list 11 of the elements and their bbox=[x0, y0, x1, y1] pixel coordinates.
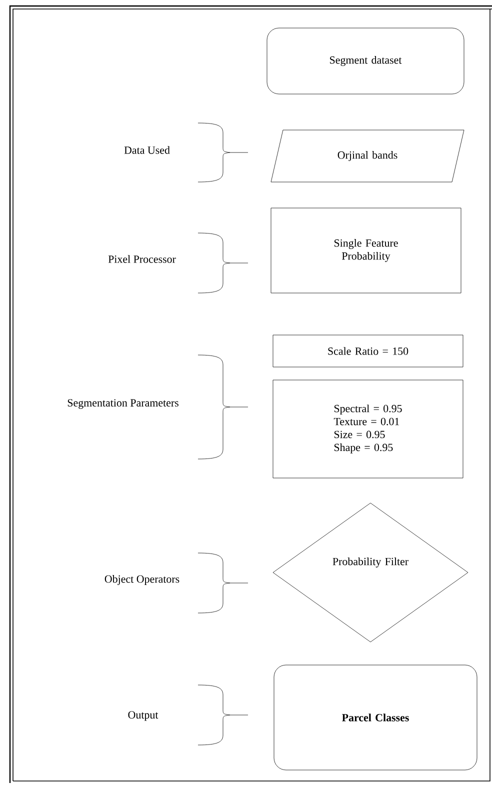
terminal-box: Segment dataset bbox=[266, 28, 464, 94]
side-label: Pixel Processor bbox=[108, 255, 176, 263]
terminal-box: Parcel Classes bbox=[274, 664, 478, 770]
parameter-box: Scale Ratio = 150 bbox=[272, 334, 464, 368]
process-box: Single Feature Probability bbox=[270, 208, 462, 294]
data-parallelogram: Orjinal bands bbox=[270, 130, 464, 182]
parameter-box: Spectral = 0.95 Texture = 0.01 Size = 0.95 Shape = 0.95 bbox=[272, 380, 464, 478]
side-label: Object Operators bbox=[104, 575, 180, 585]
side-label: Output bbox=[128, 711, 158, 721]
side-label: Data Used bbox=[124, 146, 170, 154]
side-label: Segmentation Parameters bbox=[68, 399, 178, 409]
